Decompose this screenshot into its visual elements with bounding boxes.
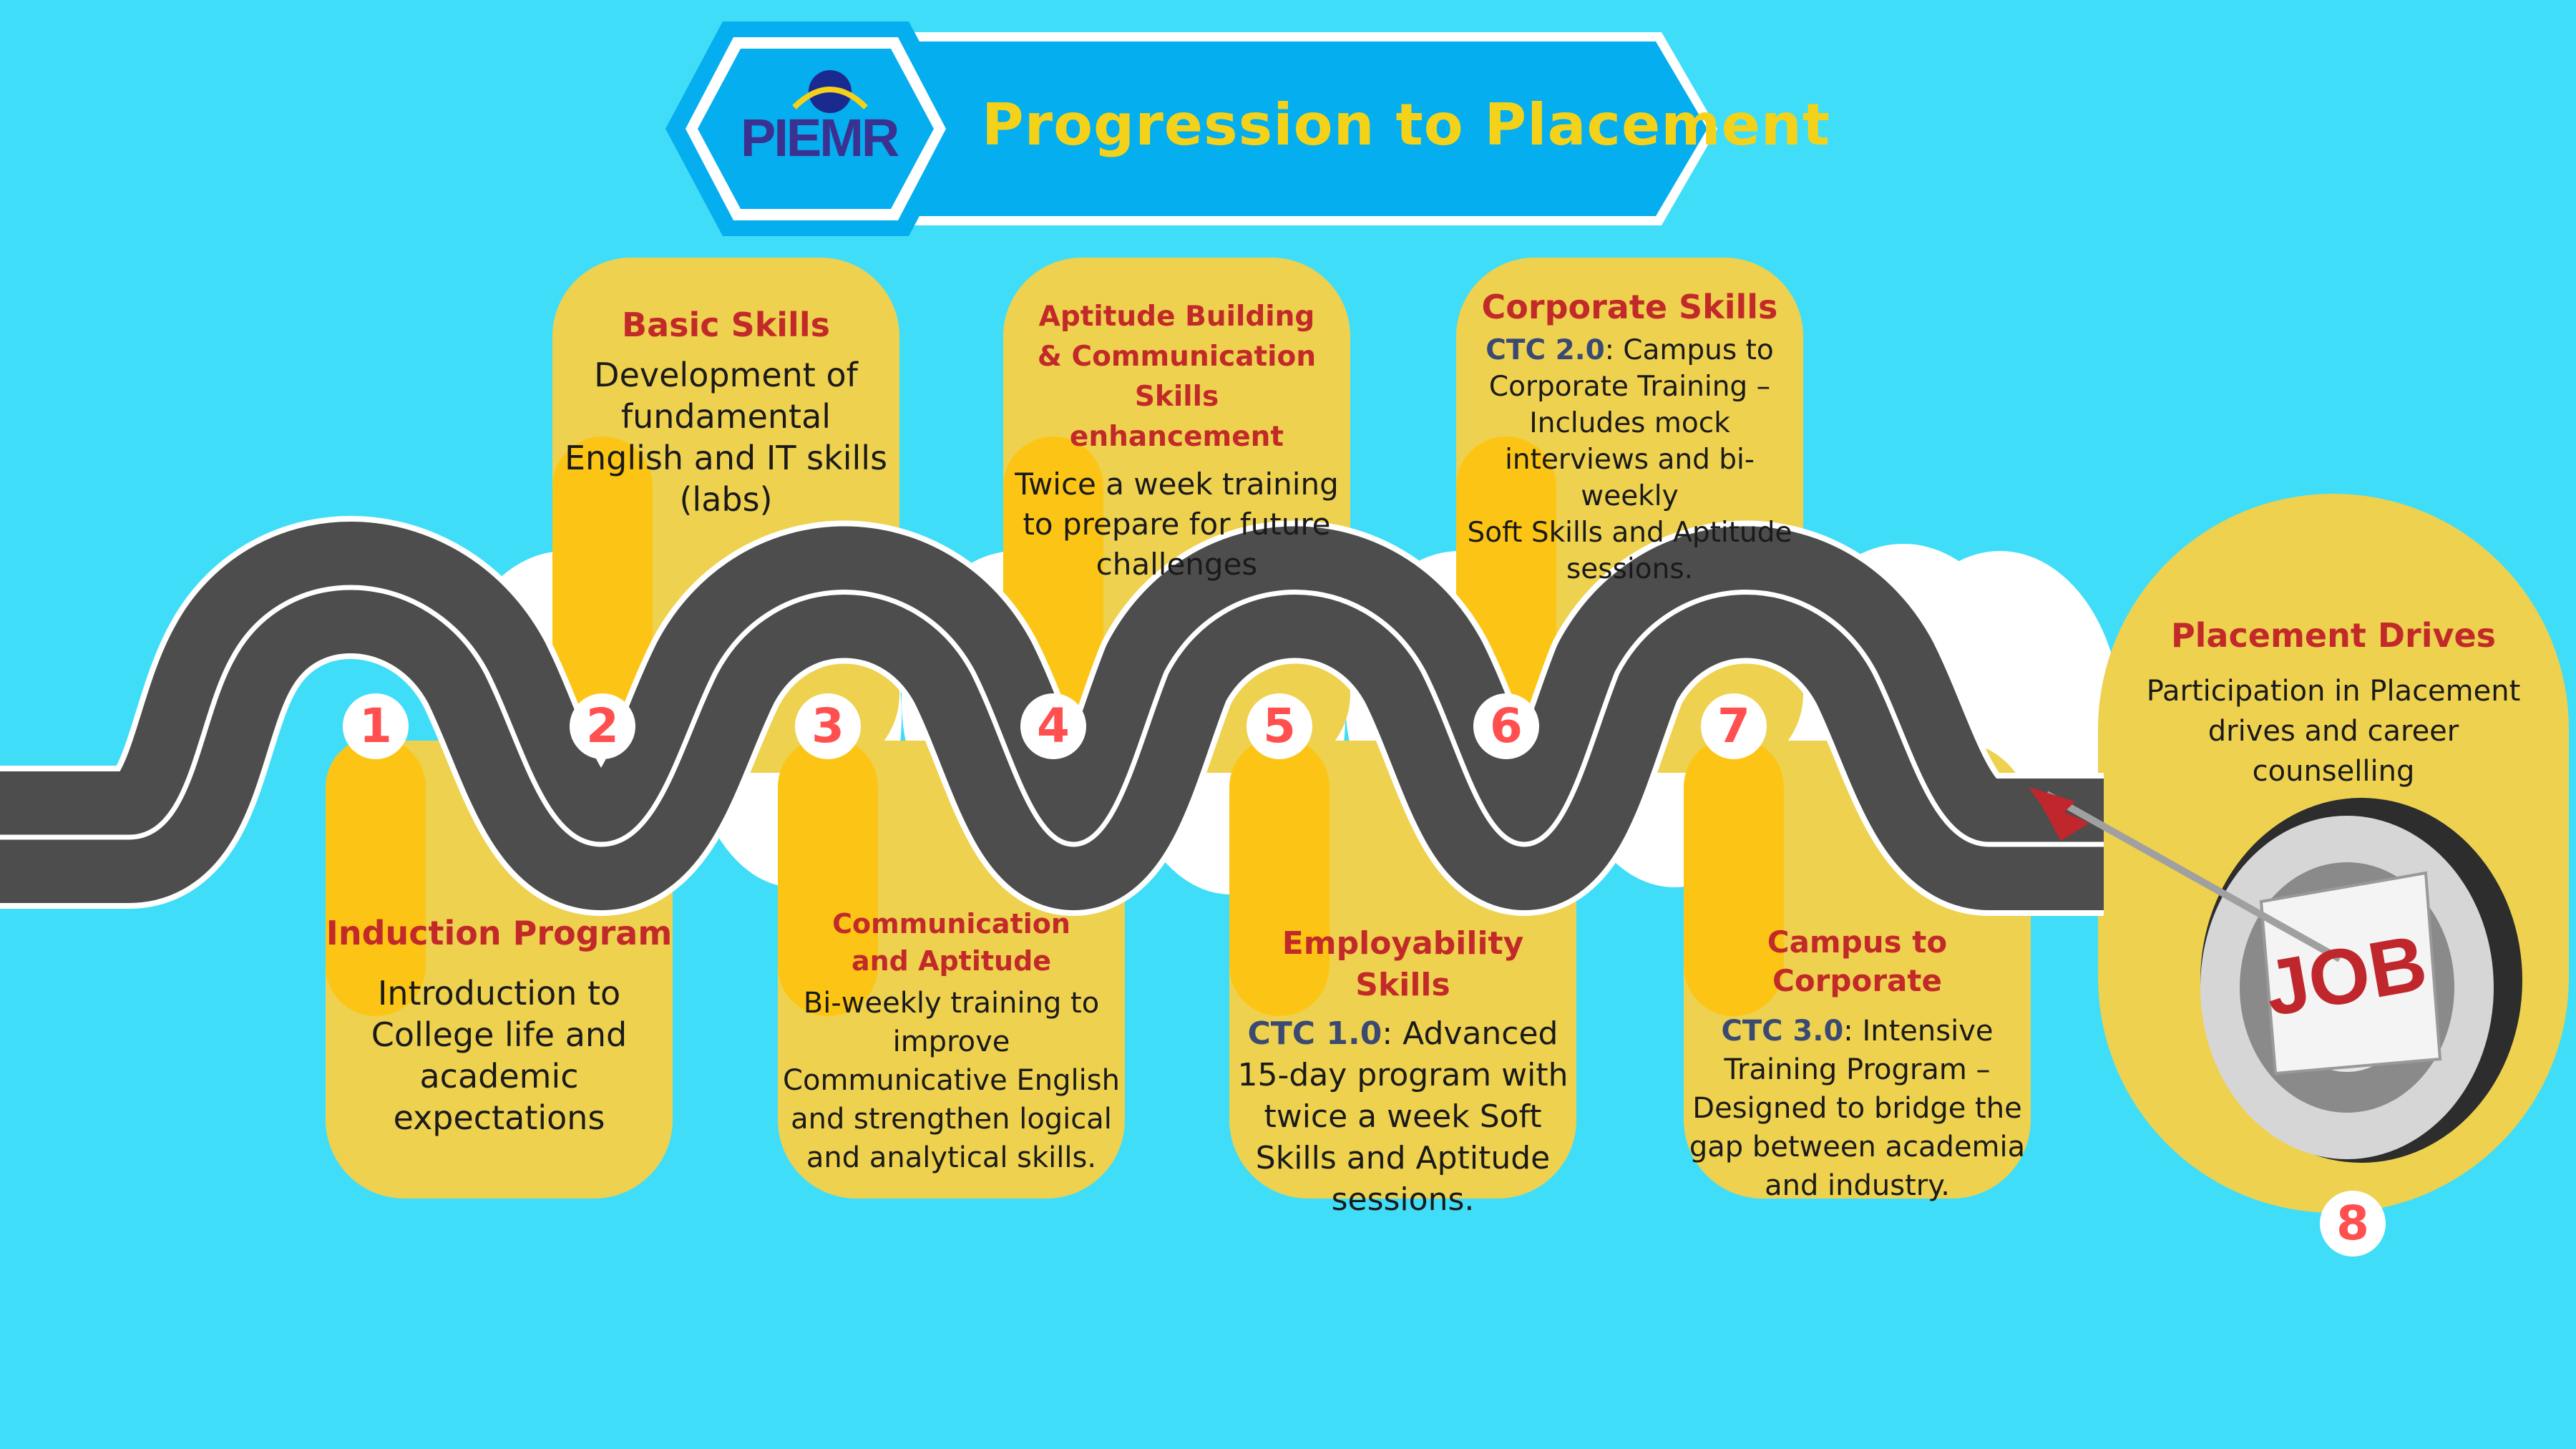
step-number-7: 7: [1701, 693, 1767, 759]
card-3-accent: [778, 737, 878, 1016]
desc-line: and analytical skills.: [806, 1141, 1097, 1174]
step-description: CTC 3.0: Intensive Training Program – De…: [1684, 1012, 2031, 1205]
step-title: Employability Skills: [1282, 925, 1524, 1003]
step-card-1: Induction Program Introduction to Colleg…: [326, 912, 673, 1138]
step-description: Bi-weekly training to improve Communicat…: [778, 984, 1125, 1177]
page-title: Progression to Placement: [982, 92, 1831, 158]
job-paper: [2259, 871, 2442, 1075]
desc-line: Introduction to: [377, 974, 621, 1013]
step-number-5: 5: [1246, 693, 1312, 759]
desc-line: Participation in Placement: [2146, 675, 2521, 708]
road-center-line: [0, 585, 2104, 847]
step-description: Introduction to College life and academi…: [326, 972, 673, 1138]
desc-text: : Advanced: [1382, 1015, 1558, 1052]
desc-line: sessions.: [1566, 553, 1694, 585]
step-title: Campus to Corporate: [1767, 924, 1948, 998]
step-card-4: Aptitude Building & Communication Skills…: [1003, 297, 1350, 585]
desc-line: interviews and bi-weekly: [1505, 444, 1755, 512]
desc-line: expectations: [393, 1098, 605, 1137]
step-number-4: 4: [1020, 693, 1086, 759]
desc-line: Bi-weekly training to: [803, 987, 1100, 1020]
desc-line: CTC 1.0: Advanced: [1229, 1013, 1576, 1055]
step-card-5: Employability Skills CTC 1.0: Advanced 1…: [1229, 923, 1576, 1221]
desc-line: challenges: [1096, 547, 1258, 582]
arrow-fletching-icon: [2029, 787, 2089, 841]
desc-line: to prepare for future: [1023, 507, 1331, 542]
step-number-3: 3: [795, 693, 861, 759]
step-number-2: 2: [570, 693, 635, 759]
logo-badge-inner: [698, 49, 934, 209]
card-7-accent: [1684, 737, 1784, 1016]
step-description: Development of fundamental English and I…: [552, 354, 899, 520]
desc-line: Training Program –: [1724, 1053, 1991, 1086]
card-5-accent: [1229, 737, 1330, 1016]
desc-line: drives and career: [2207, 715, 2459, 748]
desc-line: Twice a week training: [1015, 467, 1339, 502]
desc-line: and industry.: [1765, 1169, 1950, 1202]
program-tag: CTC 2.0: [1485, 334, 1605, 366]
desc-line: counselling: [2252, 755, 2415, 788]
desc-line: CTC 3.0: Intensive: [1684, 1012, 2031, 1050]
step-title: Placement Drives: [2170, 616, 2497, 655]
desc-text: : Campus to: [1604, 334, 1774, 366]
desc-line: twice a week Soft: [1264, 1098, 1542, 1135]
desc-line: academic: [419, 1057, 579, 1096]
step-title: Aptitude Building & Communication Skills…: [1037, 301, 1317, 453]
desc-line: CTC 2.0: Campus to: [1456, 332, 1803, 369]
step-number-1: 1: [343, 693, 409, 759]
card-1-accent: [326, 737, 426, 1016]
logo-text: PIEMR: [741, 108, 899, 167]
desc-line: sessions.: [1331, 1181, 1475, 1218]
desc-line: Includes mock: [1529, 407, 1730, 439]
step-description: Twice a week training to prepare for fut…: [1003, 464, 1350, 585]
desc-line: (labs): [679, 480, 773, 519]
step-description: CTC 1.0: Advanced 15-day program with tw…: [1229, 1013, 1576, 1221]
step-card-2: Basic Skills Development of fundamental …: [552, 304, 899, 520]
desc-line: Soft Skills and Aptitude: [1467, 517, 1792, 549]
desc-line: improve: [892, 1025, 1010, 1058]
logo-arc-icon: [792, 87, 868, 109]
winding-road: [0, 516, 2104, 916]
step-card-7: Campus to Corporate CTC 3.0: Intensive T…: [1684, 923, 2031, 1205]
step-title: Corporate Skills: [1481, 288, 1778, 326]
step-number-6: 6: [1473, 693, 1539, 759]
desc-text: : Intensive: [1843, 1015, 1994, 1048]
desc-line: Development of: [594, 356, 858, 394]
arrow-shaft-icon: [2044, 791, 2342, 962]
desc-line: Corporate Training –: [1488, 371, 1771, 403]
step-title: Basic Skills: [622, 306, 830, 344]
step-description: CTC 2.0: Campus to Corporate Training – …: [1456, 332, 1803, 587]
desc-line: Designed to bridge the: [1692, 1092, 2022, 1125]
desc-line: 15-day program with: [1237, 1057, 1568, 1093]
header-banner: [665, 21, 1717, 236]
step-card-8: Placement Drives Participation in Placem…: [2098, 615, 2569, 791]
desc-line: College life and: [371, 1015, 628, 1054]
step-title: Communication and Aptitude: [832, 908, 1070, 977]
step-description: Participation in Placement drives and ca…: [2098, 671, 2569, 791]
desc-line: Communicative English: [783, 1064, 1120, 1097]
step-number-8: 8: [2320, 1191, 2386, 1257]
step-title: Induction Program: [326, 914, 673, 952]
step-card-6: Corporate Skills CTC 2.0: Campus to Corp…: [1456, 286, 1803, 587]
desc-line: fundamental: [620, 397, 831, 436]
desc-line: gap between academia: [1689, 1131, 2026, 1163]
banner-fill: [894, 42, 1707, 216]
program-tag: CTC 3.0: [1721, 1015, 1844, 1048]
card-2-accent: [552, 436, 653, 773]
desc-line: Skills and Aptitude: [1255, 1140, 1551, 1176]
program-tag: CTC 1.0: [1247, 1015, 1382, 1052]
job-target: [2029, 787, 2522, 1163]
desc-line: and strengthen logical: [791, 1103, 1112, 1136]
desc-line: English and IT skills: [564, 439, 888, 477]
step-card-3: Communication and Aptitude Bi-weekly tra…: [778, 905, 1125, 1177]
